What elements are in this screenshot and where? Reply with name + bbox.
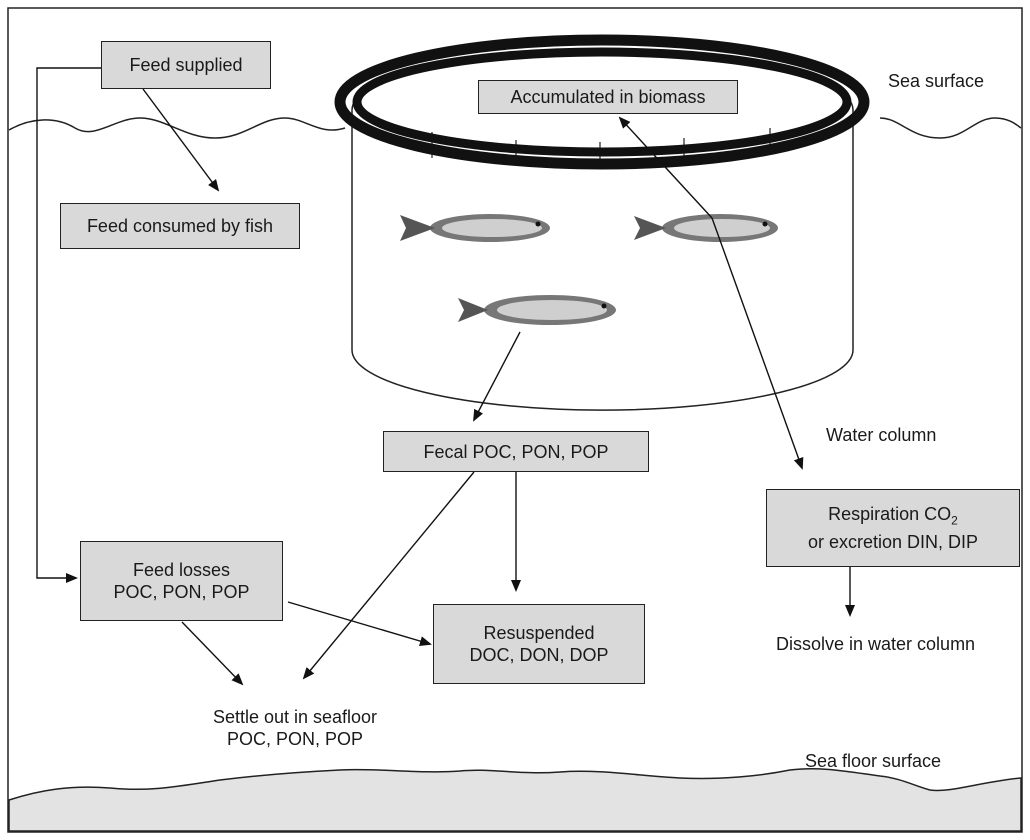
respiration-co2-subscript: 2 bbox=[951, 513, 958, 528]
accumulated-box: Accumulated in biomass bbox=[478, 80, 738, 114]
feed-consumed-text: Feed consumed by fish bbox=[86, 216, 274, 236]
resuspended-line2: DOC, DON, DOP bbox=[469, 645, 609, 665]
arrow-fish-to-respiration bbox=[711, 217, 804, 470]
water-column-label: Water column bbox=[826, 425, 937, 445]
respiration-line1-main: Respiration CO bbox=[828, 503, 952, 524]
respiration-line1: Respiration CO2 bbox=[828, 503, 958, 532]
feed-consumed-box: Feed consumed by fish bbox=[60, 203, 300, 249]
arrow-feed-supplied-to-consumed bbox=[142, 88, 220, 192]
seafloor bbox=[8, 767, 1022, 832]
connector-feed-supplied-to-losses bbox=[36, 67, 101, 583]
arrow-fish-to-fecal bbox=[473, 331, 521, 422]
sea-surface-wave bbox=[8, 117, 1022, 139]
settle-label: Settle out in seafloor POC, PON, POP bbox=[188, 706, 402, 750]
feed-supplied-box: Feed supplied bbox=[101, 41, 271, 89]
fecal-box: Fecal POC, PON, POP bbox=[383, 431, 649, 472]
feed-losses-line1: Feed losses bbox=[132, 560, 231, 580]
fish-middle bbox=[458, 295, 616, 325]
arrow-losses-to-settle bbox=[181, 621, 244, 686]
feed-supplied-text: Feed supplied bbox=[129, 55, 243, 75]
accumulated-text: Accumulated in biomass bbox=[510, 87, 706, 107]
fish-right bbox=[634, 214, 778, 242]
arrow-losses-to-resuspended bbox=[287, 601, 432, 646]
respiration-box: Respiration CO2 or excretion DIN, DIP bbox=[766, 489, 1020, 567]
feed-losses-box: Feed losses POC, PON, POP bbox=[80, 541, 283, 621]
fish-cage bbox=[334, 34, 870, 411]
settle-label-line1: Settle out in seafloor bbox=[212, 707, 378, 727]
respiration-line2: or excretion DIN, DIP bbox=[807, 532, 979, 553]
sea-surface-label: Sea surface bbox=[888, 71, 985, 91]
arrow-fish-to-accumulated bbox=[618, 116, 713, 219]
dissolve-label: Dissolve in water column bbox=[776, 634, 976, 654]
fecal-text: Fecal POC, PON, POP bbox=[423, 441, 609, 462]
resuspended-box: Resuspended DOC, DON, DOP bbox=[433, 604, 645, 684]
fish-left bbox=[400, 214, 550, 242]
feed-losses-line2: POC, PON, POP bbox=[113, 582, 250, 602]
resuspended-line1: Resuspended bbox=[483, 623, 595, 643]
arrow-fecal-to-settle bbox=[302, 471, 475, 680]
settle-label-line2: POC, PON, POP bbox=[226, 729, 364, 749]
sea-floor-surface-label: Sea floor surface bbox=[805, 751, 942, 771]
frame-border bbox=[7, 7, 1023, 833]
